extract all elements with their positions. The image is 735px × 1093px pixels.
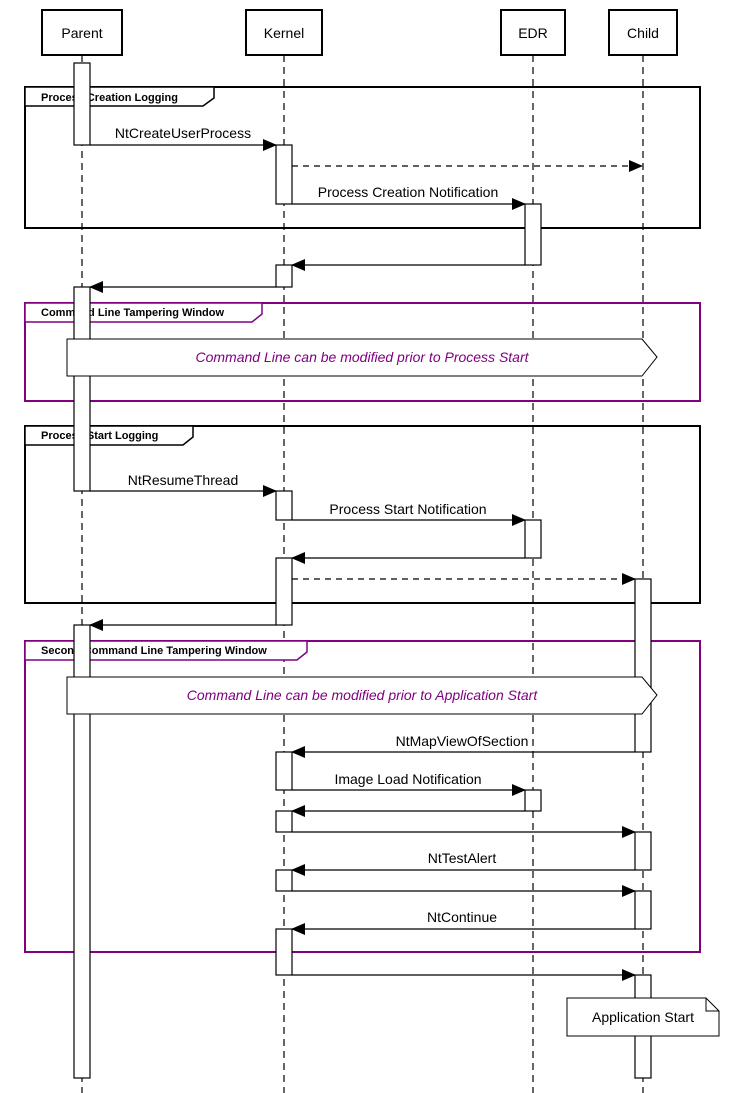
kernel-activation xyxy=(275,928,293,976)
tampering-band-application-start-text: Command Line can be modified prior to Ap… xyxy=(187,687,539,703)
edr-activation xyxy=(524,789,542,812)
message-label-nt-map-view-of-section: NtMapViewOfSection xyxy=(396,733,529,749)
child-activation xyxy=(634,831,652,871)
frame-second-command-line-tampering-window: Second Command Line Tampering Window xyxy=(24,640,701,953)
parent-activation xyxy=(73,62,91,146)
child-activation xyxy=(634,890,652,930)
frame-process-start-logging-title: Process Start Logging xyxy=(41,430,158,442)
participant-kernel: Kernel xyxy=(245,9,323,56)
kernel-activation xyxy=(275,810,293,833)
message-label-nt-continue: NtContinue xyxy=(427,909,497,925)
message-label-nt-resume-thread: NtResumeThread xyxy=(128,472,239,488)
message-label-nt-test-alert: NtTestAlert xyxy=(428,850,497,866)
edr-activation xyxy=(524,203,542,266)
kernel-activation xyxy=(275,144,293,205)
message-label-process-start-notification: Process Start Notification xyxy=(329,501,486,517)
note-application-start-text: Application Start xyxy=(592,1009,694,1025)
participant-kernel-label: Kernel xyxy=(264,25,304,41)
frame-process-creation-logging-title: Process Creation Logging xyxy=(41,92,178,104)
messages xyxy=(89,139,643,981)
lifelines xyxy=(81,55,644,1093)
frame-process-creation-logging: Process Creation Logging xyxy=(24,86,701,229)
kernel-activation xyxy=(275,751,293,791)
note-application-start: Application Start xyxy=(566,997,720,1037)
message-label-nt-create-user-process: NtCreateUserProcess xyxy=(115,125,251,141)
participant-edr: EDR xyxy=(500,9,566,56)
kernel-activation xyxy=(275,557,293,626)
participant-parent: Parent xyxy=(41,9,123,56)
participant-edr-label: EDR xyxy=(518,25,548,41)
participant-child-label: Child xyxy=(627,25,659,41)
kernel-activation xyxy=(275,264,293,288)
parent-activation xyxy=(73,286,91,492)
participant-parent-label: Parent xyxy=(61,25,102,41)
message-labels: NtCreateUserProcess Process Creation Not… xyxy=(115,125,528,925)
tampering-band-application-start: Command Line can be modified prior to Ap… xyxy=(66,676,658,715)
child-activation xyxy=(634,578,652,753)
frame-process-start-logging: Process Start Logging xyxy=(24,425,701,604)
frame-second-command-line-tampering-window-title: Second Command Line Tampering Window xyxy=(41,645,267,657)
edr-activation xyxy=(524,519,542,559)
activations xyxy=(73,62,652,1079)
kernel-activation xyxy=(275,490,293,521)
parent-activation xyxy=(73,624,91,1079)
kernel-activation xyxy=(275,869,293,892)
participant-child: Child xyxy=(608,9,678,56)
message-label-process-creation-notification: Process Creation Notification xyxy=(318,184,499,200)
message-label-image-load-notification: Image Load Notification xyxy=(334,771,481,787)
frame-command-line-tampering-window-title: Command Line Tampering Window xyxy=(41,307,224,319)
tampering-band-process-start-text: Command Line can be modified prior to Pr… xyxy=(195,349,529,365)
tampering-band-process-start: Command Line can be modified prior to Pr… xyxy=(66,338,658,377)
